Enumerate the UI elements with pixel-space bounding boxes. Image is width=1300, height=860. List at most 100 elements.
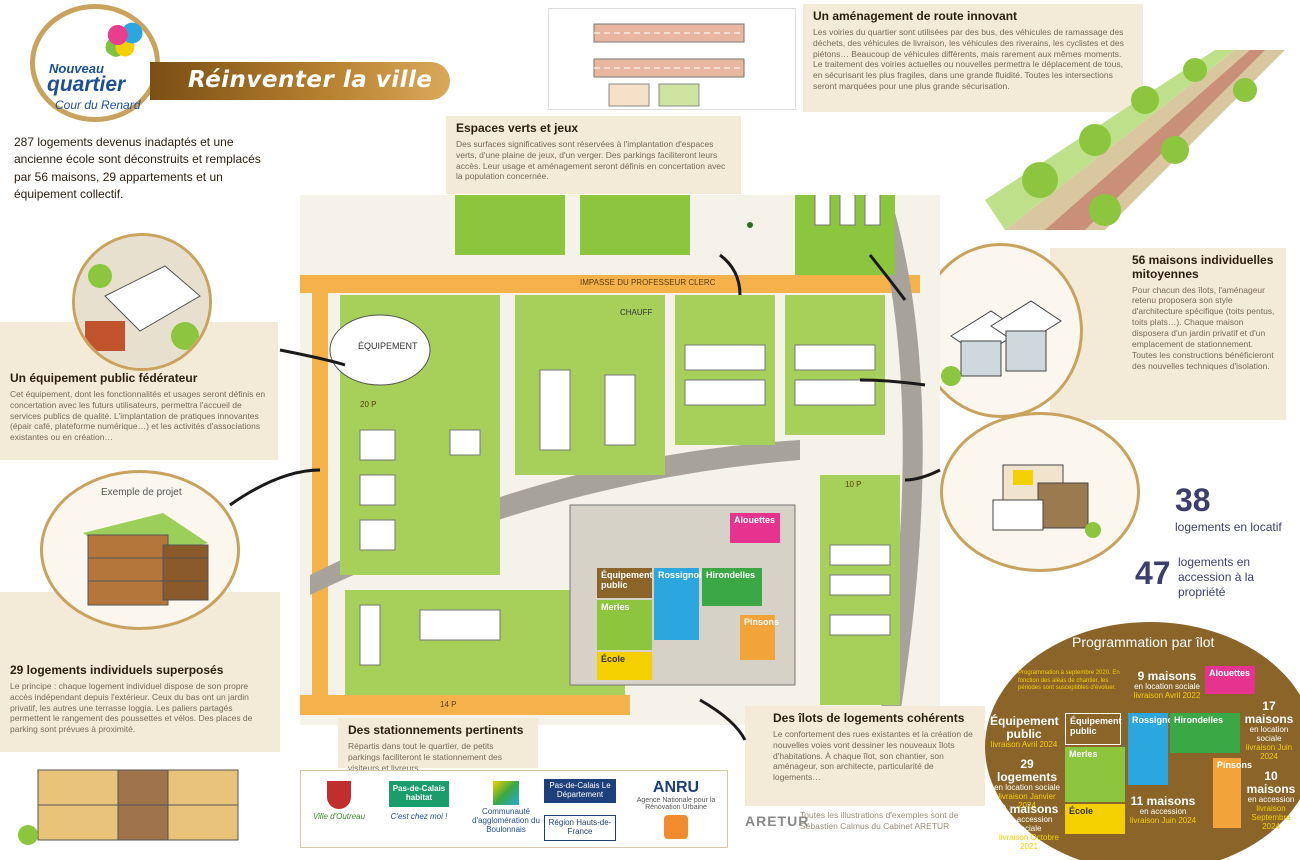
prog-item-5: 11 maisons en accession livraison Juin 2…: [1128, 794, 1198, 826]
map-tag-ecole: École: [597, 652, 652, 680]
parking-text: Répartis dans tout le quartier, de petit…: [348, 740, 503, 773]
plan-label-parking-b: 14 P: [440, 700, 457, 709]
prog-item-4-small: en accession: [1247, 795, 1295, 805]
prog-item-2: Équipement public livraison Avril 2024: [990, 714, 1059, 750]
prog-item-5-date: livraison Juin 2024: [1129, 815, 1197, 825]
partner-ca-label: Communauté d'agglomération du Boulonnais: [472, 807, 540, 834]
stat-ownership-number: 47: [1135, 555, 1171, 591]
stat-rental-label: logements en locatif: [1175, 520, 1282, 534]
prog-tag-ecole: École: [1065, 804, 1125, 834]
prog-tag-merles: Merles: [1065, 747, 1125, 802]
prog-item-0-date: livraison Avril 2022: [1133, 690, 1201, 700]
road-section-drawing: [593, 23, 745, 107]
stat-rental-number: 38: [1175, 482, 1211, 518]
prog-item-3-small: en location sociale: [994, 783, 1060, 793]
aretur-logo: ARETUR: [745, 813, 810, 829]
plan-label-parking-a: 20 P: [360, 400, 377, 409]
prog-item-1: 17 maisons en location sociale livraison…: [1240, 699, 1298, 762]
prog-tag-equip: Équipement public: [1065, 713, 1122, 745]
partner-ville-label: Ville d'Outreau: [312, 812, 366, 821]
prog-item-1-big: 17 maisons: [1244, 699, 1294, 727]
logo-line1: Nouveau: [49, 61, 104, 76]
prog-item-4: 10 maisons en accession livraison Septem…: [1243, 769, 1299, 832]
plan-label-equipement: ÉQUIPEMENT: [358, 341, 418, 351]
houses-title: 56 maisons individuelles mitoyennes: [1132, 253, 1274, 281]
equipment-sketch-circle: [72, 233, 212, 371]
prog-item-3-big: 29 logements: [996, 757, 1057, 785]
road-perspective-sketch: [985, 20, 1295, 245]
houses-sketch-circle: [918, 243, 1083, 418]
prog-item-6-small: en accession sociale: [1005, 815, 1053, 833]
logo-line3: Cour du Renard: [55, 98, 141, 112]
parking-box: Des stationnements pertinents Répartis d…: [338, 718, 538, 773]
modern-house-circle: [940, 412, 1140, 572]
building-elevation-sketch: [8, 760, 288, 855]
france-map-icon: [664, 814, 688, 839]
prog-item-1-small: en location sociale: [1249, 725, 1289, 744]
partner-pdc-slogan: C'est chez moi !: [390, 811, 448, 821]
prog-item-3-date: livraison Janvier 2024: [998, 792, 1056, 810]
houses-box: 56 maisons individuelles mitoyennes Pour…: [1050, 248, 1286, 420]
equipment-text: Cet équipement, dont les fonctionnalités…: [10, 388, 266, 443]
prog-item-1-date: livraison Juin 2024: [1245, 742, 1293, 761]
partner-region: Région Hauts-de-France: [544, 815, 616, 841]
superposed-title: 29 logements individuels superposés: [10, 663, 224, 677]
houses-sketch-drawing: [941, 300, 1062, 386]
logo-line2: quartier: [47, 73, 126, 96]
intro-text: 287 logements devenus inadaptés et une a…: [14, 135, 261, 202]
ilots-title: Des îlots de logements cohérents: [773, 711, 965, 725]
partners-strip: Ville d'Outreau Pas-de-Calais habitat C'…: [300, 770, 728, 848]
road-box: Un aménagement de route innovant Les voi…: [803, 4, 1143, 112]
example-project-drawing: [83, 513, 209, 606]
houses-text: Pour chacun des îlots, l'aménageur reten…: [1132, 284, 1275, 371]
prog-item-4-big: 10 maisons: [1246, 769, 1296, 797]
map-tag-hirondelles: Hirondelles: [702, 568, 762, 606]
prog-item-2-date: livraison Avril 2024: [990, 740, 1058, 750]
prog-item-5-small: en accession: [1139, 807, 1187, 817]
road-perspective-drawing: [985, 50, 1285, 230]
map-tag-alouettes: Alouettes: [730, 513, 780, 543]
plan-label-chauff: CHAUFF: [620, 308, 653, 317]
example-project-label: Exemple de projet: [101, 487, 182, 498]
prog-item-6-big: 9 maisons: [999, 802, 1059, 816]
stat-ownership-label: logements en accession à la propriété: [1178, 555, 1255, 599]
ilots-text: Le confortement des rues existantes et l…: [773, 728, 973, 783]
map-tag-merles: Merles: [597, 600, 652, 650]
prog-item-6-date: livraison Octobre 2021: [998, 832, 1060, 851]
partner-pdc-habitat-label: Pas-de-Calais habitat: [389, 781, 449, 807]
programmation-title: Programmation par îlot: [1072, 634, 1215, 650]
masterplan-drawing: [300, 165, 940, 725]
plan-label-impasse: IMPASSE DU PROFESSEUR CLERC: [580, 278, 716, 287]
green-box: Espaces verts et jeux Des surfaces signi…: [446, 116, 741, 194]
prog-item-0-big: 9 maisons: [1137, 669, 1197, 683]
prog-item-2-big: Équipement public: [990, 714, 1059, 742]
partner-ca: Communauté d'agglomération du Boulonnais: [466, 781, 546, 834]
parking-title: Des stationnements pertinents: [348, 723, 524, 737]
partner-dept-label: Pas-de-Calais Le Département: [544, 779, 616, 803]
green-text: Des surfaces significatives sont réservé…: [456, 138, 726, 182]
prog-item-0: 9 maisons en location sociale livraison …: [1128, 669, 1206, 701]
prog-item-6: 9 maisons en accession sociale livraison…: [993, 802, 1065, 851]
prog-item-5-big: 11 maisons: [1130, 794, 1196, 808]
superposed-text: Le principe : chaque logement individuel…: [10, 680, 253, 735]
partner-anru-sub: Agence Nationale pour la Rénovation Urba…: [636, 796, 716, 812]
modern-house-drawing: [992, 464, 1101, 538]
road-title: Un aménagement de route innovant: [813, 9, 1018, 23]
illustration-credits: Toutes les illustrations d'exemples sont…: [800, 810, 959, 832]
map-tag-pinsons: Pinsons: [740, 615, 779, 660]
equipment-title: Un équipement public fédérateur: [10, 371, 198, 385]
prog-tag-rossignols: Rossignols: [1128, 713, 1181, 785]
partner-dept: Pas-de-Calais Le Département: [544, 779, 616, 803]
color-splash-icon: [101, 19, 149, 59]
prog-tag-pinsons: Pinsons: [1213, 758, 1252, 828]
quartier-logo: Nouveau quartier Cour du Renard: [30, 4, 160, 122]
prog-item-0-small: en location sociale: [1134, 682, 1200, 692]
road-section-sketch: [548, 8, 796, 110]
title-banner: Réinventer la ville: [150, 62, 450, 100]
superposed-box: 29 logements individuels superposés Le p…: [0, 592, 280, 752]
partner-anru-label: ANRU: [652, 779, 700, 796]
example-project-circle: Exemple de projet: [40, 470, 240, 630]
page-title: Réinventer la ville: [188, 67, 433, 93]
ca-logo-icon: [493, 781, 519, 805]
